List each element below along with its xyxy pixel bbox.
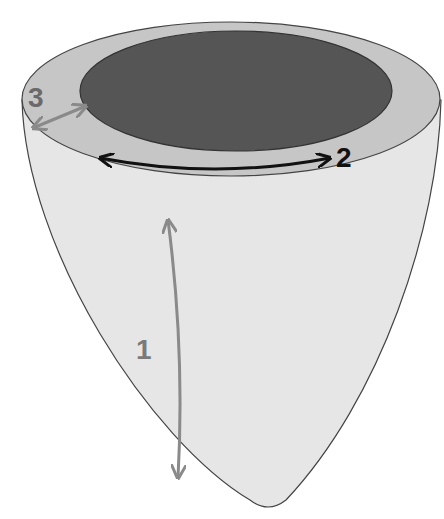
- circumferential-arrow: [100, 158, 330, 169]
- wall-rim: [22, 22, 440, 176]
- ventricle-cavity: [80, 31, 392, 151]
- callout-number: 3: [28, 84, 44, 112]
- callout-number: 1: [136, 336, 152, 364]
- longitudinal-arrow: [168, 220, 180, 478]
- callout-number: 2: [336, 144, 352, 172]
